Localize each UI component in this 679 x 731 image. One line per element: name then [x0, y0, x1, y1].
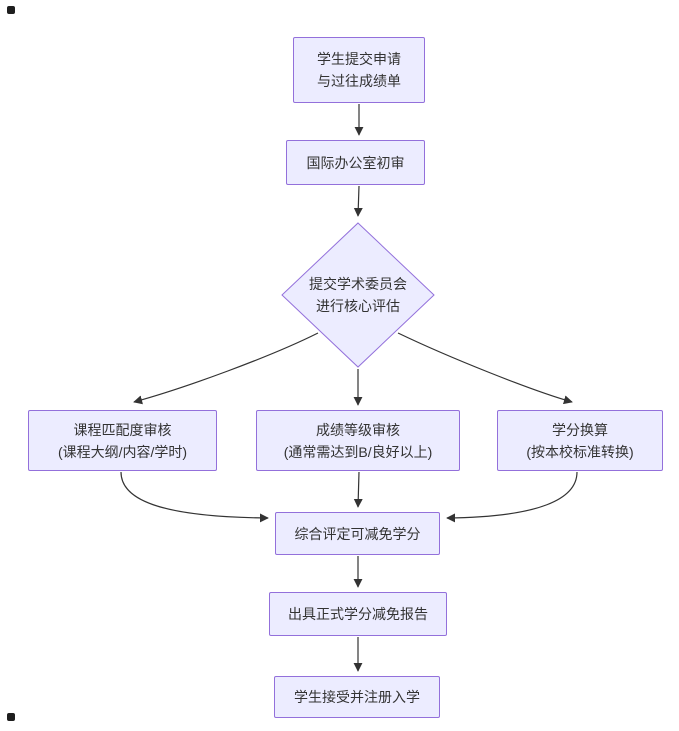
node-label-line: 国际办公室初审 — [306, 154, 405, 171]
node-label-line: 提交学术委员会 — [309, 276, 407, 292]
node-credit-conversion: 学分换算 (按本校标准转换) — [497, 410, 663, 471]
node-student-enrolls: 学生接受并注册入学 — [274, 676, 440, 718]
node-student-submit: 学生提交申请 与过往成绩单 — [293, 37, 425, 103]
node-label-line: 学分换算 — [552, 421, 608, 438]
corner-mark-top — [7, 6, 15, 14]
node-label-line: 出具正式学分减免报告 — [288, 606, 428, 622]
node-label-line: (通常需达到B/良好以上) — [283, 443, 433, 460]
node-label-line: 课程匹配度审核 — [73, 421, 172, 438]
node-label-line: 与过往成绩单 — [317, 73, 401, 89]
corner-mark-bottom — [7, 713, 15, 721]
edge-course-summary — [120, 471, 269, 523]
node-overall-credit-waiver: 综合评定可减免学分 — [275, 512, 440, 555]
edge-committee-credit — [397, 332, 573, 405]
edge-committee-course — [133, 332, 319, 405]
node-label-line: (按本校标准转换) — [526, 443, 634, 460]
node-label-line: 学生提交申请 — [317, 51, 401, 67]
node-international-office-review: 国际办公室初审 — [286, 140, 425, 185]
node-formal-waiver-report: 出具正式学分减免报告 — [269, 592, 447, 636]
node-label-line: 综合评定可减免学分 — [294, 525, 421, 542]
node-label-line: 学生接受并注册入学 — [294, 689, 420, 705]
node-label-line: 进行核心评估 — [316, 298, 400, 314]
edge-grade-summary — [353, 471, 363, 508]
edge-office-committee — [353, 185, 363, 217]
edge-credit-summary — [446, 471, 578, 523]
node-label-line: (课程大纲/内容/学时) — [57, 443, 188, 460]
node-label-line: 成绩等级审核 — [316, 421, 400, 438]
node-academic-committee-decision: 提交学术委员会 进行核心评估 — [281, 222, 435, 368]
node-grade-level-review: 成绩等级审核 (通常需达到B/良好以上) — [256, 410, 460, 471]
node-course-match-review: 课程匹配度审核 (课程大纲/内容/学时) — [28, 410, 217, 471]
diamond-shape — [281, 222, 435, 368]
diamond-label: 提交学术委员会 进行核心评估 — [309, 273, 407, 317]
